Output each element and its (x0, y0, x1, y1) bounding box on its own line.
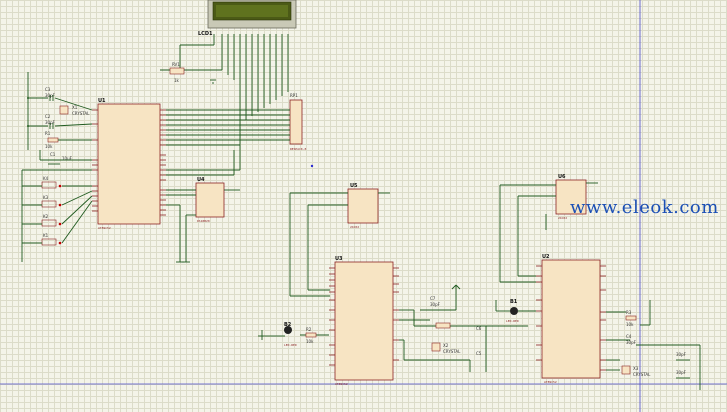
crystal-x3[interactable] (621, 365, 631, 375)
k3-ref: K3 (43, 195, 49, 200)
k2-ref: K2 (43, 214, 49, 219)
c7-value: 30pF (430, 302, 441, 307)
c6-ref: C6 (476, 326, 482, 331)
c5-label: 30pF (676, 352, 687, 357)
r3-ref: R3 (626, 310, 632, 315)
led-b1[interactable] (510, 307, 518, 315)
b1-ref: B1 (510, 299, 518, 305)
mcu-u3[interactable] (334, 261, 394, 381)
c2-ref: C2 (45, 114, 51, 119)
r2-ref: R2 (306, 327, 312, 332)
u3-name: AT89C52 (335, 382, 348, 386)
b2-ref: B2 (284, 322, 292, 328)
u2-ref: U2 (542, 254, 550, 260)
crystal-x1[interactable] (59, 105, 69, 115)
button-k4[interactable] (41, 181, 62, 189)
k1-ref: K1 (43, 233, 49, 238)
x3-ref: X3 (633, 366, 639, 371)
mcu-u1[interactable] (97, 103, 161, 225)
watermark: www.eleok.com (570, 197, 719, 218)
u6-name: 24C02 (558, 216, 567, 220)
u1-name: AT89C52 (98, 226, 111, 230)
respack-rp1[interactable] (289, 99, 303, 145)
b1-name: LED-RED (506, 319, 519, 323)
sensor-u4[interactable] (195, 182, 225, 218)
x3-name: CRYSTAL (633, 372, 651, 377)
b2-name: LED-RED (284, 343, 297, 347)
k4-ref: K4 (43, 176, 49, 181)
rp1-value: RESPACK-8 (290, 147, 306, 151)
button-k1[interactable] (41, 238, 62, 246)
u3-ref: U3 (335, 256, 343, 262)
potentiometer-rv1[interactable] (169, 67, 185, 75)
c1-ref: C1 (50, 152, 56, 157)
rv1-value: 1k (174, 78, 180, 83)
eeprom-u5[interactable] (347, 188, 379, 224)
r1-value: 10k (45, 144, 53, 149)
rp1-ref: RP1 (290, 93, 298, 98)
u6-ref: U6 (558, 174, 566, 180)
button-k2[interactable] (41, 219, 62, 227)
r1-ref: R1 (45, 131, 51, 136)
x1-name: CRYSTAL (72, 111, 90, 116)
c4-ref: C4 (626, 334, 632, 339)
u4-name: DS18B20 (197, 219, 210, 223)
x1-ref: X1 (72, 105, 78, 110)
x2-name: CRYSTAL (443, 349, 461, 354)
c7-ref: C7 (430, 296, 436, 301)
rv1-ref: RV1 (172, 62, 180, 67)
lcd-ref: LCD1 (198, 31, 213, 37)
u1-ref: U1 (98, 98, 106, 104)
u2-name: AT89C52 (544, 380, 557, 384)
c6-label: 30pF (676, 370, 687, 375)
resistor-r1[interactable] (47, 137, 59, 143)
r3-value: 10k (626, 322, 634, 327)
button-k3[interactable] (41, 200, 62, 208)
r2-value: 10k (306, 339, 314, 344)
u4-ref: U4 (197, 177, 205, 183)
u5-name: 24C02 (350, 225, 359, 229)
c3-ref: C3 (45, 87, 51, 92)
c1-value: 10uF (62, 156, 73, 161)
x2-ref: X2 (443, 343, 449, 348)
mcu-u2[interactable] (541, 259, 601, 379)
led-b2[interactable] (284, 326, 292, 334)
resistor-r2[interactable] (305, 332, 317, 338)
eeprom-u6[interactable] (555, 179, 587, 215)
c4-value: 30pF (626, 340, 637, 345)
c2-value: 30pF (45, 120, 56, 125)
crystal-x2[interactable] (431, 342, 441, 352)
lcd-display[interactable] (207, 0, 297, 29)
c5-ref: C5 (476, 351, 482, 356)
resistor-r3[interactable] (625, 315, 637, 321)
u5-ref: U5 (350, 183, 358, 189)
